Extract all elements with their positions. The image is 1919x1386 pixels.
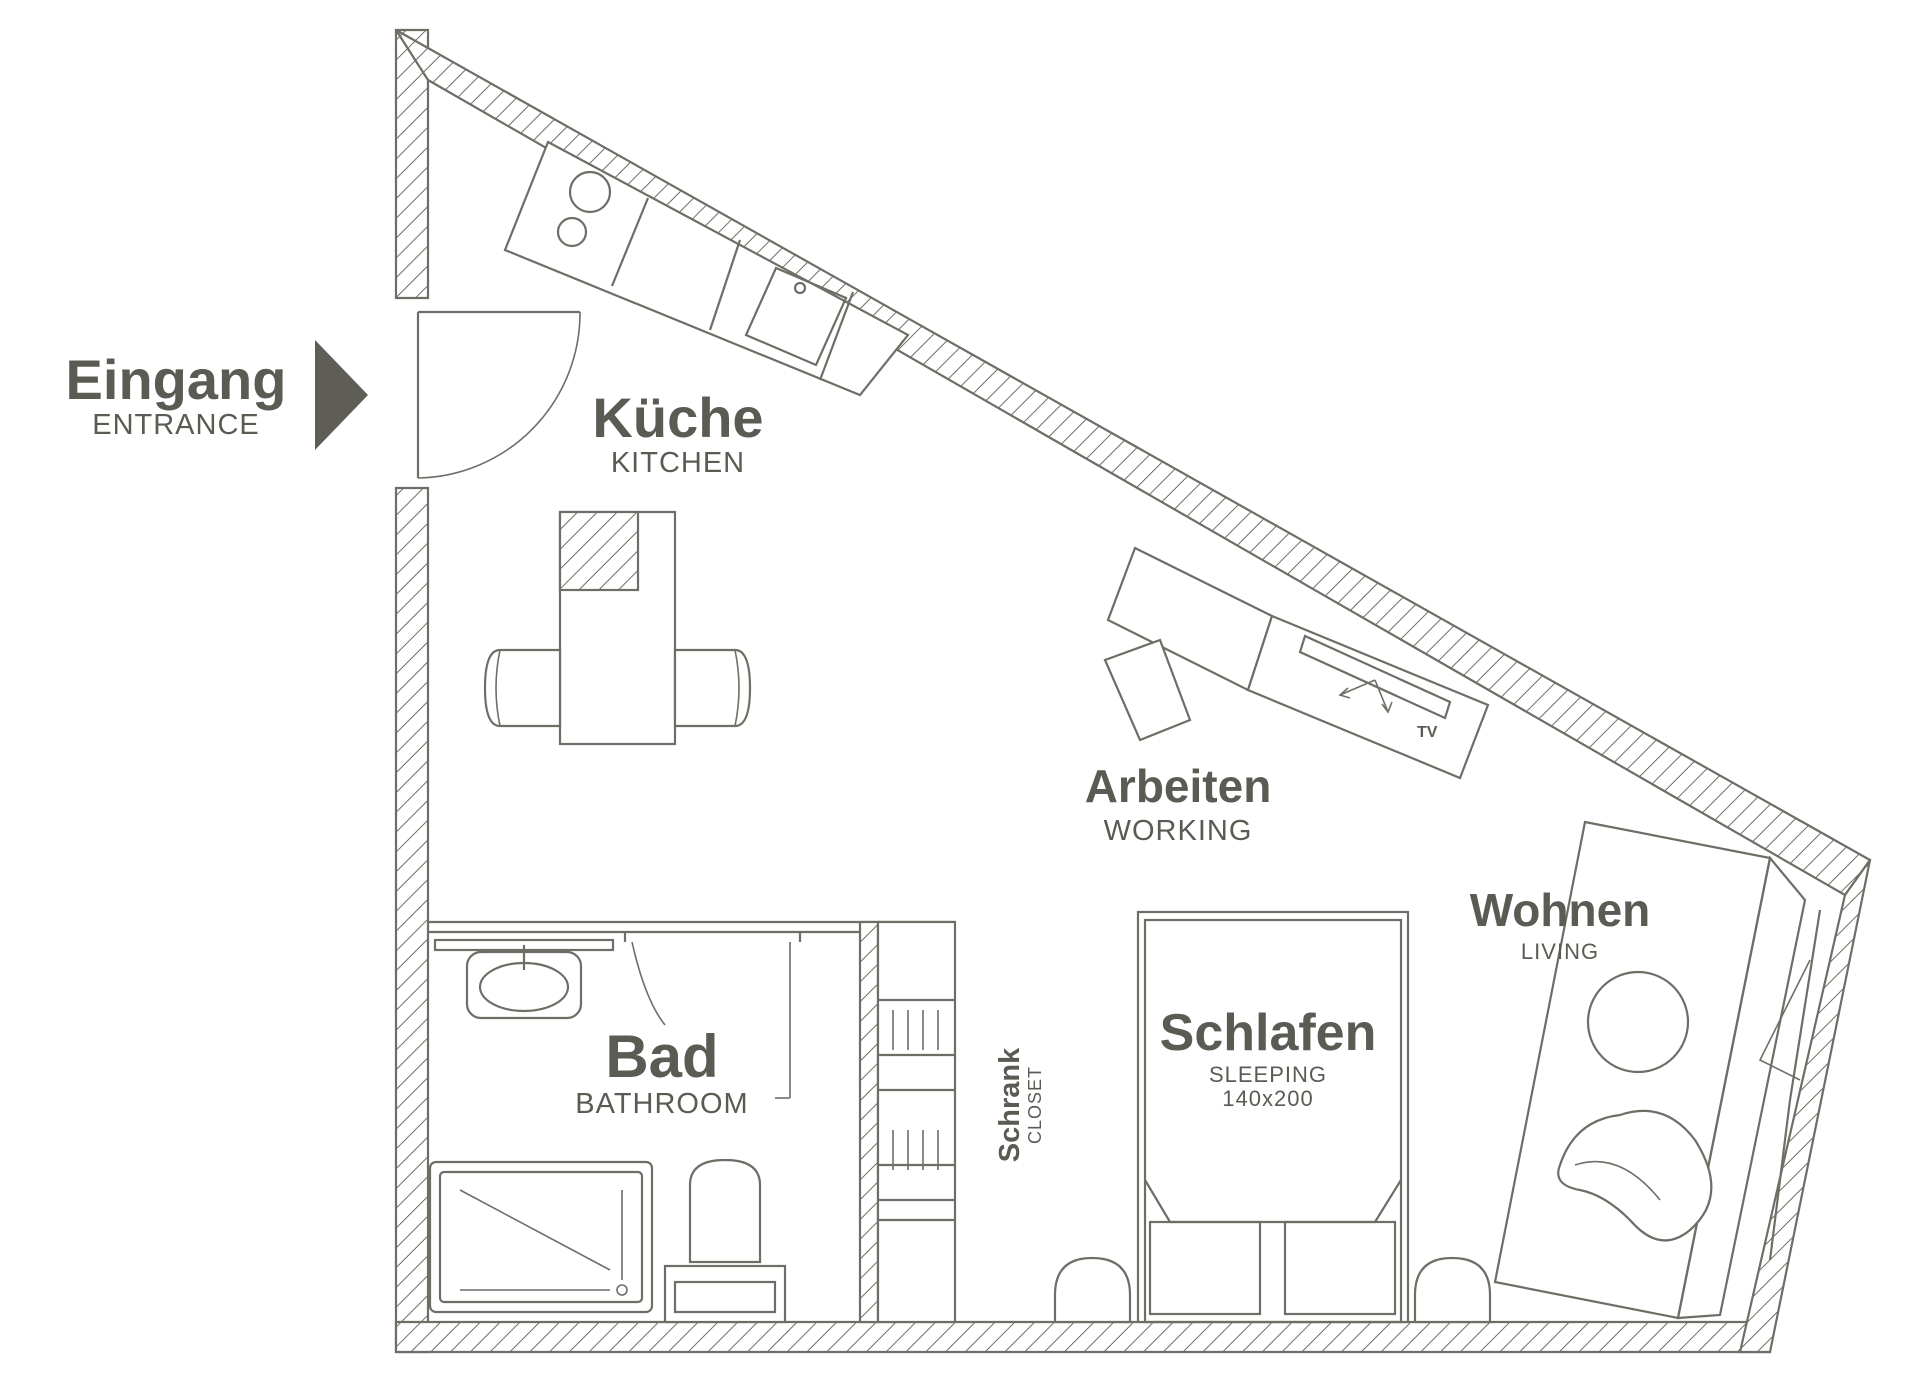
kitchen-sink-icon: [744, 266, 848, 367]
living-label: Wohnen LIVING: [1470, 880, 1651, 964]
tv-label: TV: [1417, 724, 1438, 741]
cooktop-burner-small-icon: [556, 216, 588, 248]
bed-size: 140x200: [1222, 1086, 1314, 1111]
living-subtitle: LIVING: [1520, 939, 1600, 964]
toilet-icon: [663, 1264, 787, 1324]
kitchen-title: Küche: [592, 386, 764, 449]
bathroom-title: Bad: [605, 1023, 719, 1090]
chair-left-icon: [483, 648, 562, 728]
sleeping-subtitle: SLEEPING: [1208, 1062, 1328, 1087]
closet-label: Schrank CLOSET: [994, 1047, 1045, 1163]
bathroom-subtitle: BATHROOM: [575, 1088, 749, 1120]
bathroom-fixtures: [428, 938, 787, 1324]
living-area: [1493, 820, 1822, 1320]
bathtub-icon: [428, 1160, 654, 1314]
entrance-arrow-icon: [315, 340, 368, 450]
sleeping-title: Schlafen: [1159, 1004, 1377, 1062]
desk: [1103, 546, 1274, 742]
kitchen-label: Küche KITCHEN: [592, 386, 764, 479]
kitchen-subtitle: KITCHEN: [610, 447, 746, 479]
closet-title: Schrank: [994, 1047, 1026, 1163]
chair-right-icon: [673, 648, 752, 728]
closet-unit: [876, 920, 957, 1324]
nightstand-left-icon: [1053, 1256, 1132, 1324]
entrance-subtitle: ENTRANCE: [92, 409, 260, 441]
kitchen-counter: [503, 140, 910, 397]
side-table-icon: [1586, 970, 1690, 1074]
desk-chair-icon: [1103, 638, 1192, 742]
entrance-door: [416, 310, 581, 479]
working-label: Arbeiten WORKING: [1085, 756, 1272, 846]
pillow-left-icon: [1148, 1220, 1262, 1316]
nightstand-right-icon: [1413, 1256, 1492, 1324]
pillow-right-icon: [1283, 1220, 1397, 1316]
working-title: Arbeiten: [1084, 760, 1272, 812]
entrance-title: Eingang: [65, 348, 287, 411]
bathroom-walls: [428, 920, 955, 1324]
tv-sideboard: [1246, 614, 1490, 780]
living-title: Wohnen: [1469, 884, 1651, 936]
exterior-walls: [394, 28, 1872, 1354]
cooktop-burner-large-icon: [568, 170, 612, 214]
sleeping-label: Schlafen SLEEPING 140x200: [1160, 1003, 1377, 1111]
bathroom-label: Bad BATHROOM: [575, 1023, 749, 1120]
bed: [1136, 910, 1410, 1324]
dining-table: [483, 510, 752, 746]
entrance-label: Eingang ENTRANCE: [65, 348, 287, 441]
closet-subtitle: CLOSET: [1025, 1065, 1045, 1145]
tv-icon: [1298, 634, 1452, 720]
working-subtitle: WORKING: [1103, 815, 1253, 847]
